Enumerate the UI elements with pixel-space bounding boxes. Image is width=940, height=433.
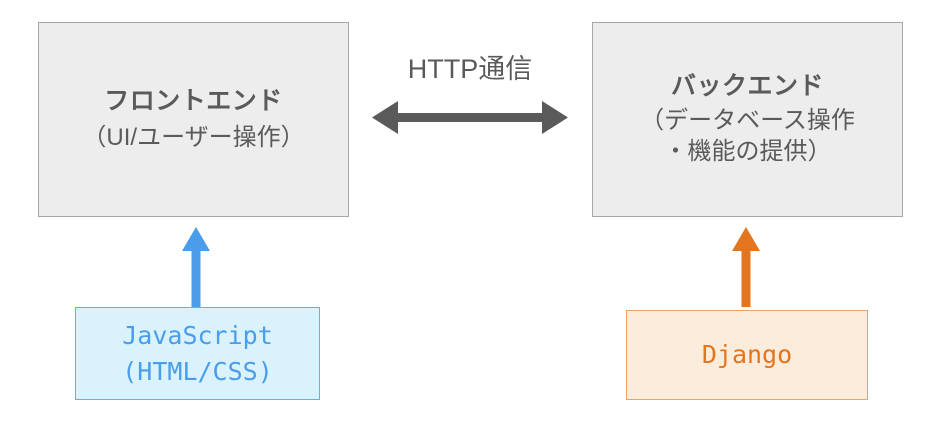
- javascript-up-arrow-icon: [182, 227, 210, 307]
- django-up-arrow-icon: [732, 227, 760, 307]
- javascript-label-line-1: JavaScript: [122, 321, 273, 350]
- frontend-subtitle: （UI/ユーザー操作）: [82, 123, 305, 151]
- frontend-title: フロントエンド: [104, 86, 283, 115]
- double-headed-horizontal-arrow-icon: [372, 101, 568, 134]
- backend-layer-box: バックエンド （データベース操作 ・機能の提供）: [592, 22, 903, 217]
- http-connection-label: HTTP通信: [407, 54, 533, 84]
- frontend-layer-box: フロントエンド （UI/ユーザー操作）: [38, 22, 349, 217]
- javascript-label-line-2: (HTML/CSS): [122, 356, 273, 386]
- django-label: Django: [701, 340, 793, 370]
- javascript-tech-box: JavaScript (HTML/CSS): [75, 307, 320, 400]
- django-tech-box: Django: [626, 310, 868, 400]
- backend-title: バックエンド: [670, 72, 824, 101]
- backend-subtitle-line-2: ・機能の提供）: [663, 138, 832, 166]
- backend-subtitle-line-1: （データベース操作: [640, 107, 855, 135]
